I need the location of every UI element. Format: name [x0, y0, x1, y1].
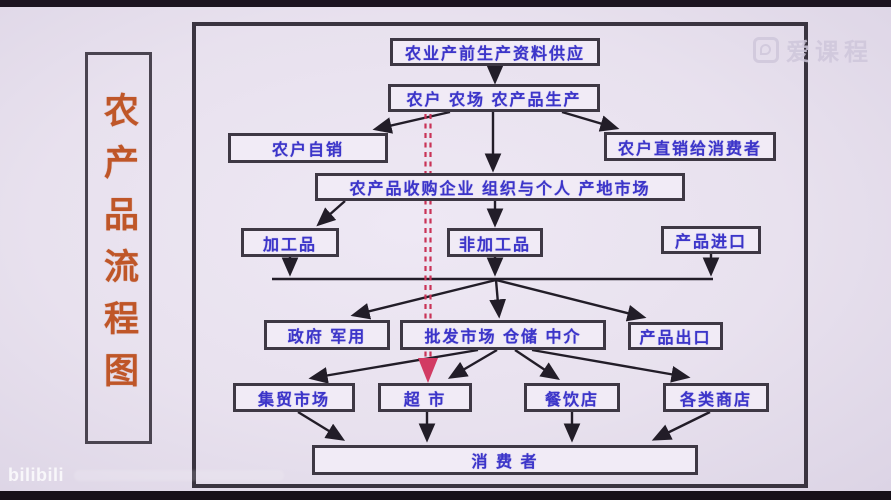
node-purchase: 农产品收购企业 组织与个人 产地市场: [315, 173, 685, 201]
node-restaurant: 餐饮店: [524, 383, 620, 412]
node-shops: 各类商店: [663, 383, 769, 412]
letterbox-bottom: [0, 491, 891, 500]
node-government-label: 政府 军用: [287, 329, 367, 346]
node-restaurant-label: 餐饮店: [544, 391, 599, 409]
flowchart-frame: [192, 22, 808, 488]
icourse-watermark-text: 爱课程: [786, 39, 873, 66]
node-supply: 农业产前生产资料供应: [390, 38, 600, 66]
node-import: 产品进口: [661, 226, 761, 254]
icourse-watermark: 爱课程: [753, 32, 873, 67]
node-bazaar: 集贸市场: [233, 383, 355, 412]
node-direct-sale-label: 农户直销给消费者: [617, 140, 762, 158]
node-supermarket: 超 市: [378, 383, 472, 412]
node-government: 政府 军用: [264, 320, 390, 350]
node-processed-label: 加工品: [262, 236, 317, 254]
node-processed: 加工品: [241, 228, 339, 257]
node-import-label: 产品进口: [674, 234, 747, 251]
node-consumer: 消 费 者: [312, 445, 698, 475]
node-wholesale: 批发市场 仓储 中介: [400, 320, 606, 350]
node-self-sale-label: 农户自销: [271, 142, 344, 159]
node-wholesale-label: 批发市场 仓储 中介: [424, 329, 582, 346]
node-unprocessed-label: 非加工品: [458, 236, 531, 254]
letterbox-top: [0, 0, 891, 7]
node-purchase-label: 农产品收购企业 组织与个人 产地市场: [349, 181, 651, 198]
node-export: 产品出口: [628, 322, 723, 350]
diagram-title-box: 农产品流程图: [85, 52, 152, 444]
node-supermarket-label: 超 市: [403, 391, 447, 409]
node-direct-sale: 农户直销给消费者: [604, 132, 776, 161]
node-production-label: 农户 农场 农产品生产: [406, 92, 582, 109]
node-supply-label: 农业产前生产资料供应: [404, 46, 585, 63]
watermark-faint-text: [74, 470, 284, 481]
slide-background: 农产品流程图: [0, 7, 891, 491]
node-export-label: 产品出口: [639, 330, 712, 347]
node-shops-label: 各类商店: [679, 391, 752, 409]
node-consumer-label: 消 费 者: [471, 454, 539, 471]
bilibili-watermark: bilibili: [8, 465, 284, 486]
diagram-title: 农产品流程图: [99, 92, 138, 404]
icourse-logo-icon: [753, 36, 779, 63]
node-unprocessed: 非加工品: [447, 228, 543, 257]
node-production: 农户 农场 农产品生产: [388, 84, 600, 112]
node-self-sale: 农户自销: [228, 133, 388, 163]
bilibili-logo: bilibili: [8, 465, 64, 485]
node-bazaar-label: 集贸市场: [257, 391, 330, 409]
